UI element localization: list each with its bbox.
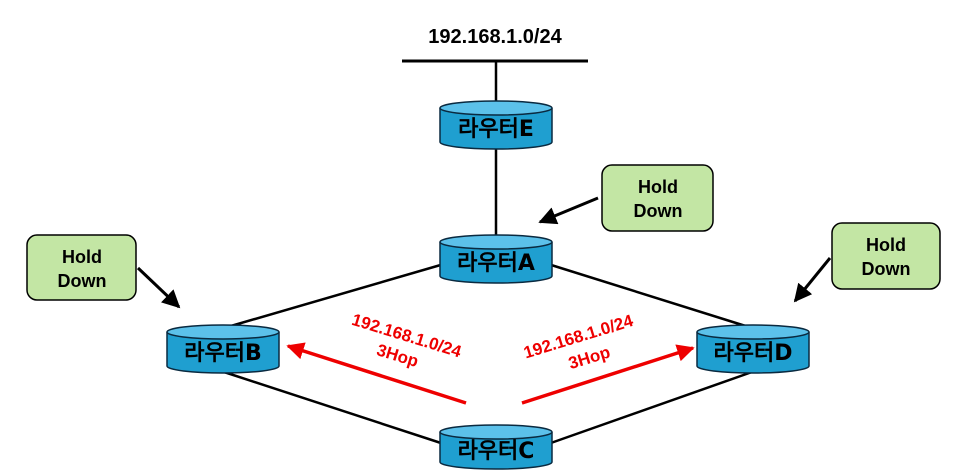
link-d-c — [547, 370, 753, 446]
router-e-label: 라우터E — [458, 117, 534, 142]
hold-down-a-arrow — [538, 196, 599, 225]
hold-down-b-line1: Hold — [62, 247, 102, 267]
router-b: 라우터B — [166, 324, 280, 374]
hold-down-d-arrow — [793, 257, 832, 303]
hold-down-a-line2: Down — [634, 201, 683, 221]
update-c-to-d-arrow — [521, 344, 695, 405]
router-c: 라우터C — [439, 424, 553, 470]
router-d-label: 라우터D — [714, 341, 793, 366]
router-a-label: 라우터A — [457, 251, 535, 276]
hold-down-a: Hold Down — [538, 164, 714, 232]
hold-down-b-line2: Down — [58, 271, 107, 291]
router-b-label: 라우터B — [184, 341, 262, 366]
router-a: 라우터A — [439, 234, 553, 284]
link-a-b — [223, 262, 445, 330]
links — [223, 61, 753, 446]
network-segment: 192.168.1.0/24 — [402, 26, 588, 63]
hold-down-b-arrow — [136, 266, 181, 309]
update-c-to-b-arrow — [286, 342, 467, 405]
router-d: 라우터D — [696, 324, 810, 374]
update-c-to-b: 192.168.1.0/24 3Hop — [286, 310, 467, 405]
network-label: 192.168.1.0/24 — [428, 26, 562, 48]
hold-down-d-line2: Down — [862, 259, 911, 279]
update-c-to-d: 192.168.1.0/24 3Hop — [521, 311, 695, 405]
hold-down-b: Hold Down — [26, 234, 181, 309]
router-c-label: 라우터C — [458, 439, 535, 464]
link-b-c — [223, 370, 445, 446]
hold-down-d-line1: Hold — [866, 235, 906, 255]
hold-down-d: Hold Down — [793, 222, 941, 303]
hold-down-a-line1: Hold — [638, 177, 678, 197]
router-e: 라우터E — [439, 100, 553, 150]
link-a-d — [547, 262, 753, 330]
